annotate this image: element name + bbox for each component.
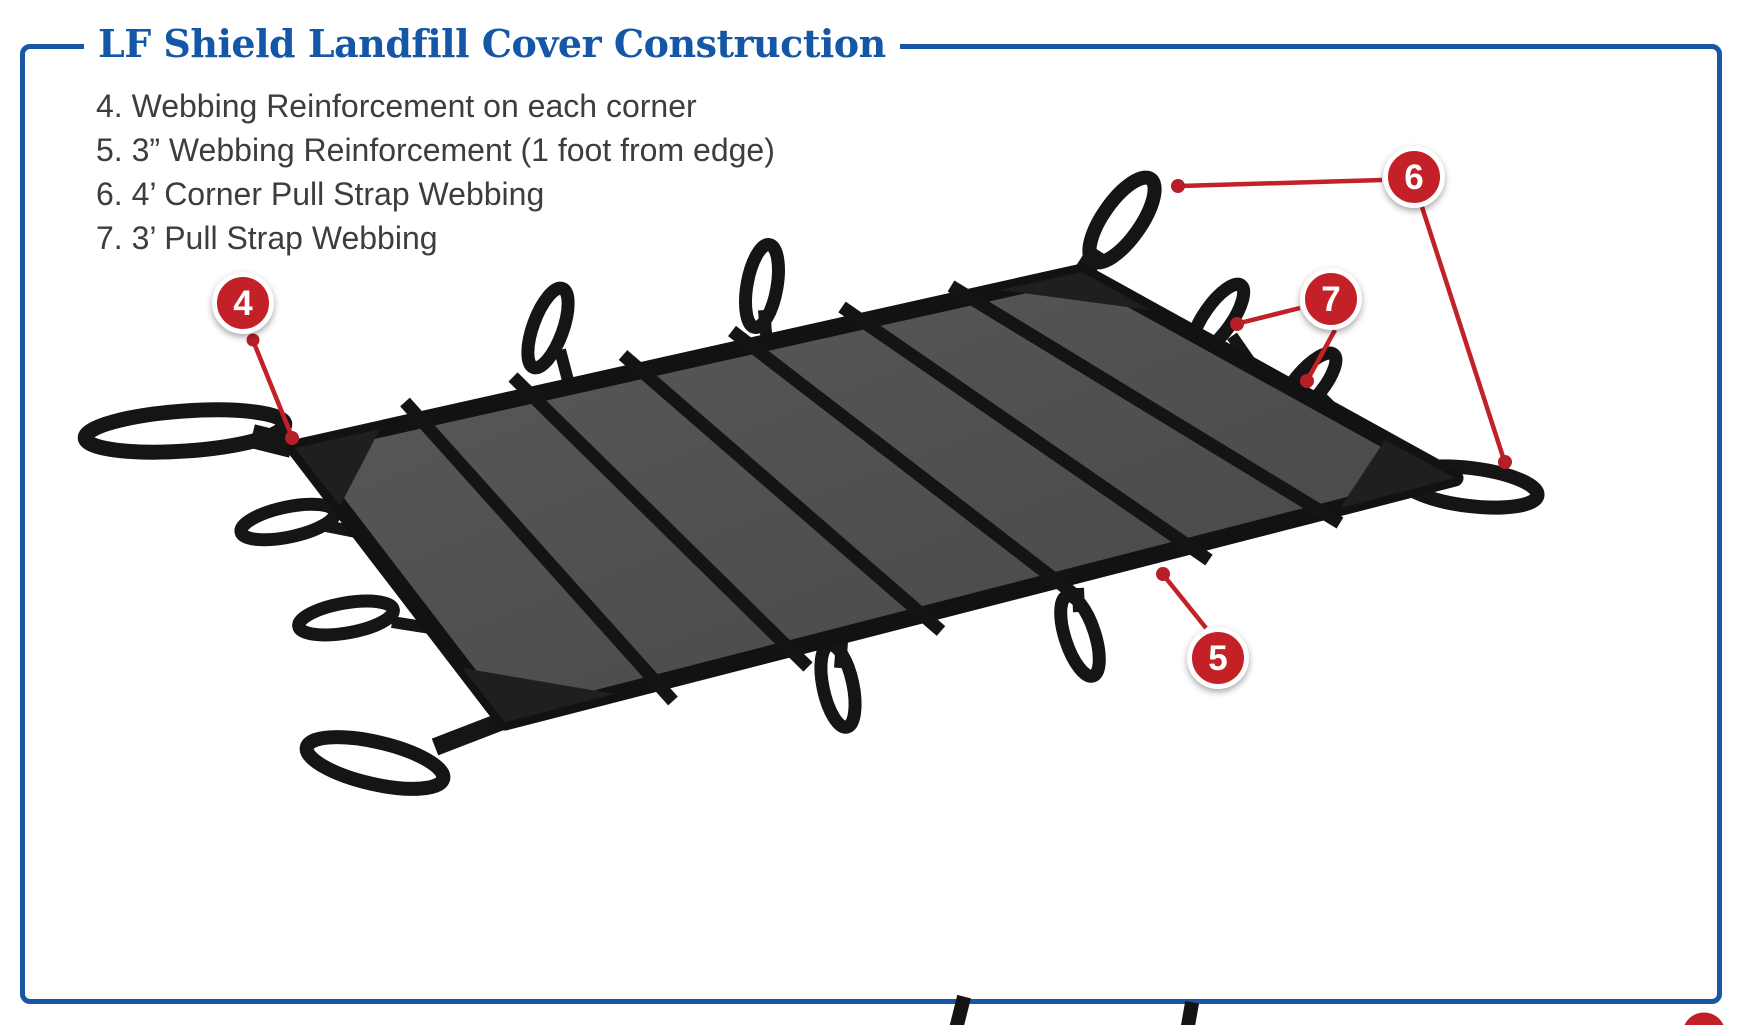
pull-strap-loop	[739, 238, 785, 334]
cross-strap	[838, 301, 1213, 566]
cropped-strap-tab	[1178, 1001, 1200, 1025]
callout-line-7b	[1306, 328, 1337, 381]
cross-strap	[728, 325, 1079, 601]
callout-badge-4: 4	[212, 272, 274, 334]
callout-number: 6	[1404, 157, 1424, 197]
pull-strap-loop	[234, 497, 342, 547]
legend-item-5: 5. 3” Webbing Reinforcement (1 foot from…	[96, 132, 775, 168]
callout-dot	[1498, 455, 1512, 469]
callout-badge-7: 7	[1300, 268, 1362, 330]
diagram-title: LF Shield Landfill Cover Construction	[84, 20, 900, 68]
corner-pull-strap-south	[299, 730, 451, 796]
pull-strap-loop	[521, 281, 575, 375]
corner-reinforcement	[462, 668, 615, 722]
callout-dot	[1230, 317, 1244, 331]
callout-dot	[285, 431, 299, 445]
cross-strap	[508, 372, 813, 672]
callout-number: 7	[1321, 279, 1341, 319]
cross-strap	[618, 350, 946, 636]
legend-item-4: 4. Webbing Reinforcement on each corner	[96, 88, 697, 124]
callout-line-6b	[1419, 206, 1507, 461]
callout-badge-6: 6	[1383, 146, 1445, 208]
callout-line-5	[1163, 575, 1208, 630]
cropped-callout-badge	[1679, 1007, 1729, 1025]
pull-strap-loop	[1054, 589, 1106, 683]
pull-strap-loop	[292, 594, 400, 642]
cross-straps	[400, 280, 1344, 706]
corner-pull-strap-north	[1082, 170, 1162, 270]
corner-reinforcement	[295, 429, 380, 506]
pull-strap-loop	[814, 638, 862, 734]
callout-dots	[246, 179, 1512, 581]
cropped-strap-tab	[947, 994, 971, 1025]
pull-strap-loops	[234, 238, 1347, 734]
callout-badge-5: 5	[1187, 627, 1249, 689]
corner-reinforcement	[1000, 272, 1150, 310]
callout-line-4	[249, 337, 295, 438]
callout-dot	[1171, 179, 1185, 193]
legend: 4. Webbing Reinforcement on each corner …	[96, 84, 775, 260]
callout-lines	[249, 177, 1507, 630]
corner-strap-stub	[431, 711, 509, 756]
cross-strap	[400, 397, 678, 706]
legend-item-6: 6. 4’ Corner Pull Strap Webbing	[96, 176, 545, 212]
callout-dot	[1300, 374, 1314, 388]
callout-number: 5	[1208, 638, 1228, 678]
legend-item-7: 7. 3’ Pull Strap Webbing	[96, 220, 438, 256]
tarp-fabric	[286, 263, 1464, 731]
cropped-bottom-artifacts	[947, 994, 1729, 1025]
callout-dot	[1156, 567, 1170, 581]
tarp	[286, 263, 1464, 731]
callout-dot	[246, 333, 260, 347]
callout-line-7a	[1239, 305, 1301, 326]
corner-reinforcements	[295, 272, 1455, 722]
cross-strap	[947, 280, 1344, 529]
callout-line-6a	[1179, 177, 1383, 189]
callout-number: 4	[233, 283, 253, 323]
corner-reinforcement	[1340, 440, 1455, 508]
